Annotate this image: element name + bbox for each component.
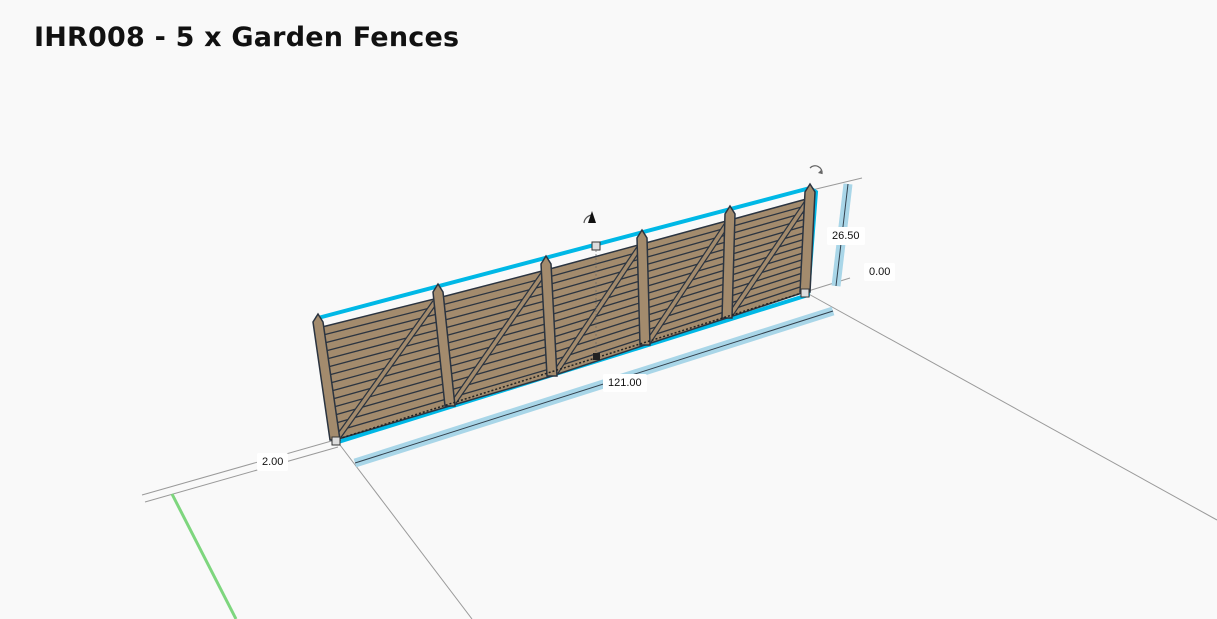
- fence-slat: [327, 359, 446, 393]
- fence-slat: [546, 250, 643, 279]
- fence-slat: [727, 264, 807, 291]
- center-handle[interactable]: [593, 353, 600, 360]
- fence-slat: [642, 226, 730, 252]
- fence-slat: [550, 315, 645, 347]
- green-y-axis: [170, 493, 238, 619]
- height-handle[interactable]: [591, 241, 601, 251]
- elevation-value-label[interactable]: 0.00: [864, 263, 896, 281]
- fence-slat: [445, 337, 551, 369]
- fence-brace: [647, 223, 729, 342]
- fence-slat: [727, 271, 807, 298]
- fence-post: [799, 182, 816, 293]
- fence-slat: [727, 284, 806, 312]
- fence-slat: [438, 276, 547, 307]
- length-dimension[interactable]: [353, 306, 835, 468]
- fence-post: [540, 254, 558, 377]
- fence-slat: [547, 279, 644, 309]
- fence-post: [636, 228, 651, 346]
- fence-post: [312, 312, 341, 441]
- fence-slat: [644, 310, 728, 339]
- fence-brace: [554, 247, 641, 373]
- fence-slat: [643, 289, 729, 317]
- fence-slat: [441, 299, 548, 330]
- fence-brace: [452, 273, 545, 403]
- fence-slat: [727, 257, 807, 284]
- corner-handle-right[interactable]: [800, 288, 810, 298]
- fence-slat: [643, 261, 729, 288]
- fence-slat: [548, 286, 644, 317]
- rotate-handle-top[interactable]: [583, 211, 596, 224]
- fence-slat: [448, 367, 552, 399]
- page-title: IHR008 - 5 x Garden Fences: [34, 22, 460, 53]
- height-value-label[interactable]: 26.50: [827, 227, 865, 245]
- fence-slat: [328, 366, 446, 401]
- fence-slat: [325, 343, 444, 377]
- fence-post: [432, 282, 456, 407]
- fence-brace: [729, 201, 809, 315]
- fence-slat: [333, 397, 450, 433]
- fence-slat: [728, 230, 809, 256]
- fence-slat: [644, 296, 728, 324]
- fence-brace: [337, 300, 437, 438]
- fence-slat: [729, 204, 810, 228]
- fence-slat: [642, 254, 730, 281]
- rotate-handle-side[interactable]: [809, 165, 823, 175]
- length-value-label[interactable]: 121.00: [603, 374, 647, 392]
- fence-slat: [547, 272, 644, 301]
- fence-slat: [642, 247, 730, 274]
- fence-model[interactable]: [312, 182, 819, 446]
- fence-slat: [550, 322, 645, 354]
- fence-slat: [442, 307, 549, 338]
- depth-value-label[interactable]: 2.00: [257, 453, 289, 471]
- fence-slat: [322, 328, 442, 361]
- fence-slat: [319, 305, 440, 337]
- fence-slat: [728, 237, 809, 263]
- fence-slat: [643, 282, 729, 310]
- fence-slat: [331, 382, 448, 417]
- fence-slat: [446, 345, 551, 376]
- fence-post: [721, 204, 736, 319]
- corner-handle-left[interactable]: [331, 436, 341, 446]
- fence-slat: [549, 308, 645, 339]
- fence-slat: [329, 374, 447, 409]
- fence-slat: [728, 224, 809, 249]
- grid-lines: [141, 177, 1217, 619]
- fence-slat: [442, 314, 549, 345]
- fence-slat: [323, 335, 443, 369]
- fence-slat: [447, 352, 551, 384]
